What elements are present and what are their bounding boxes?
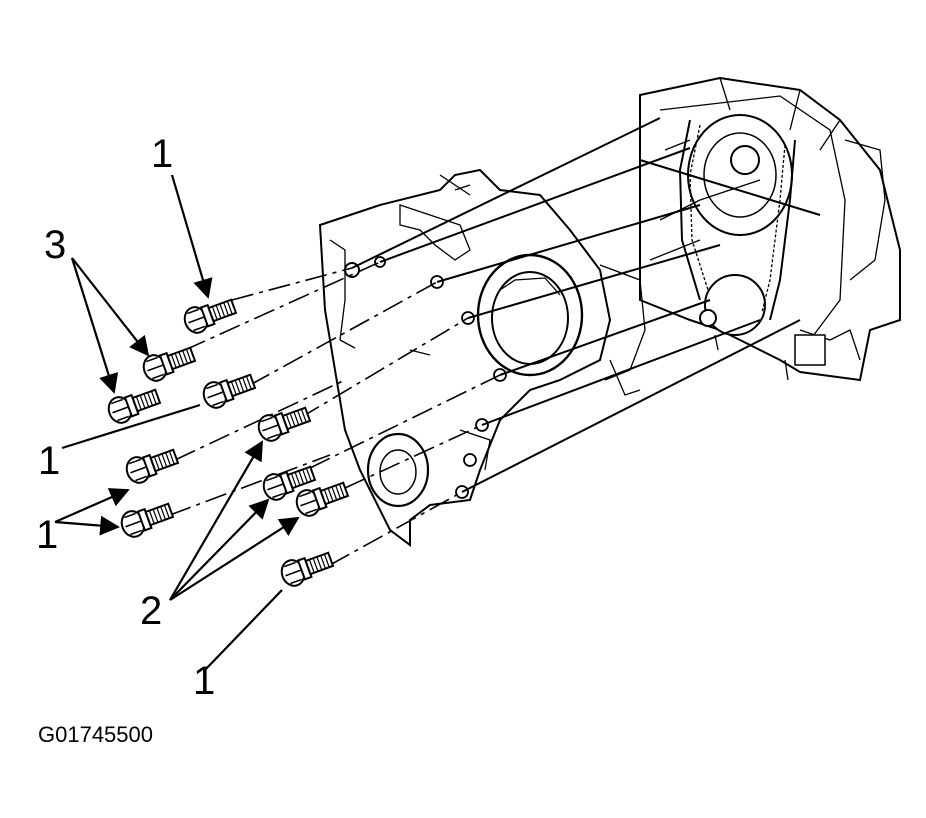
callout-1-mid: 1 bbox=[38, 439, 60, 483]
callout-2: 2 bbox=[140, 589, 162, 633]
front-cover bbox=[318, 168, 646, 547]
bolt-1-pair-upper bbox=[122, 443, 182, 487]
alignment-lines bbox=[169, 117, 821, 566]
callout-1-top: 1 bbox=[151, 132, 173, 176]
callout-1-pair: 1 bbox=[36, 513, 58, 557]
bolt-1-bottom bbox=[277, 546, 337, 590]
timing-chain-assembly bbox=[649, 114, 796, 351]
engine-block bbox=[639, 76, 901, 382]
callouts: 1 3 1 1 2 1 bbox=[36, 132, 215, 703]
bolt-1-mid bbox=[199, 368, 259, 412]
figure-code: G01745500 bbox=[38, 722, 153, 747]
callout-3: 3 bbox=[44, 223, 66, 267]
callout-1-bottom: 1 bbox=[193, 659, 215, 703]
bolts bbox=[104, 293, 352, 590]
bolt-3-upper bbox=[139, 341, 199, 385]
leader-lines bbox=[54, 174, 300, 671]
bolt-1-pair-lower bbox=[117, 497, 177, 541]
